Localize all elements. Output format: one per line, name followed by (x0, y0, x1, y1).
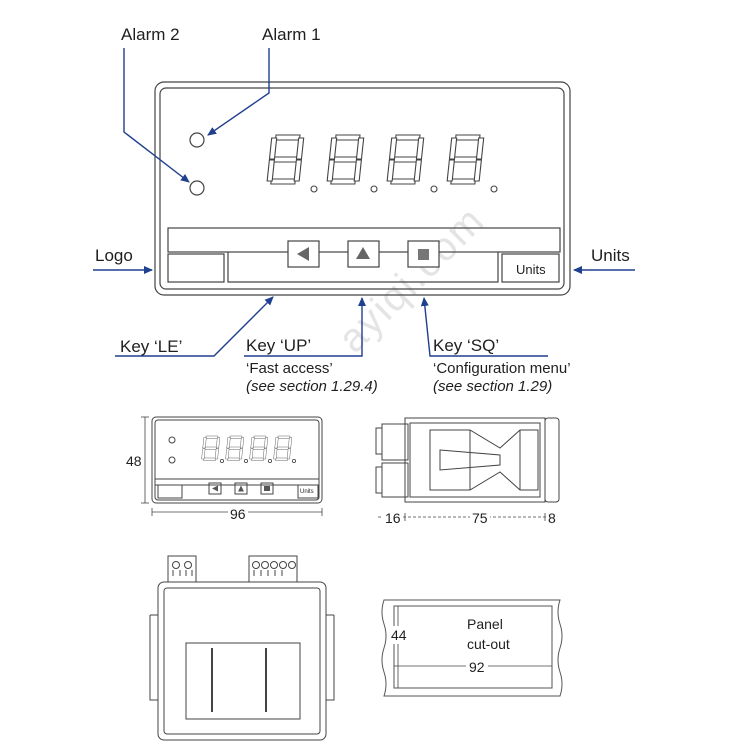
units-label: Units (591, 246, 630, 265)
main-front-panel (154, 81, 571, 296)
key-sq-ref: (see section 1.29) (433, 378, 553, 395)
front-dimension-lines (141, 416, 323, 516)
dim-front-width: 96 (228, 506, 248, 522)
dim-cutout-width: 92 (466, 659, 488, 675)
dim-front-height: 48 (126, 453, 142, 469)
small-keys (212, 485, 270, 492)
key-le-label: Key ‘LE’ (120, 337, 183, 356)
key-sq-button[interactable] (407, 240, 440, 268)
dim-side-back: 8 (546, 510, 558, 526)
key-le-button[interactable] (287, 240, 320, 268)
alarm1-label: Alarm 1 (262, 25, 321, 44)
key-sq-desc: ‘Configuration menu’ (433, 360, 571, 377)
dim-cutout-height: 44 (391, 626, 407, 644)
side-view (375, 417, 560, 503)
alarm2-label: Alarm 2 (121, 25, 180, 44)
cutout-title: Panel (467, 616, 503, 632)
alarm2-led (189, 180, 205, 196)
cutout-title-2: cut-out (467, 636, 510, 652)
digit-3 (386, 134, 425, 185)
key-up-ref: (see section 1.29.4) (246, 378, 378, 395)
panel-units-text: Units (516, 262, 546, 277)
side-dimension-lines (378, 513, 558, 521)
key-up-button[interactable] (347, 240, 380, 268)
digit-2 (326, 134, 365, 185)
alarm1-led (189, 132, 205, 148)
key-up-label: Key ‘UP’ (246, 336, 312, 355)
small-panel-units-text: Units (300, 489, 314, 495)
digit-4 (446, 134, 485, 185)
seven-segment-display (266, 134, 498, 193)
panel-cutout (381, 599, 563, 697)
callout-lines (93, 48, 635, 357)
key-sq-label: Key ‘SQ’ (433, 336, 500, 355)
rear-view (149, 555, 335, 741)
logo-label: Logo (95, 246, 133, 265)
key-up-desc: ‘Fast access’ (246, 360, 333, 377)
digit-1 (266, 134, 305, 185)
small-seven-segment (201, 435, 296, 463)
dim-side-body: 75 (470, 510, 490, 526)
dim-side-front: 16 (383, 510, 403, 526)
small-front-panel (151, 416, 323, 504)
